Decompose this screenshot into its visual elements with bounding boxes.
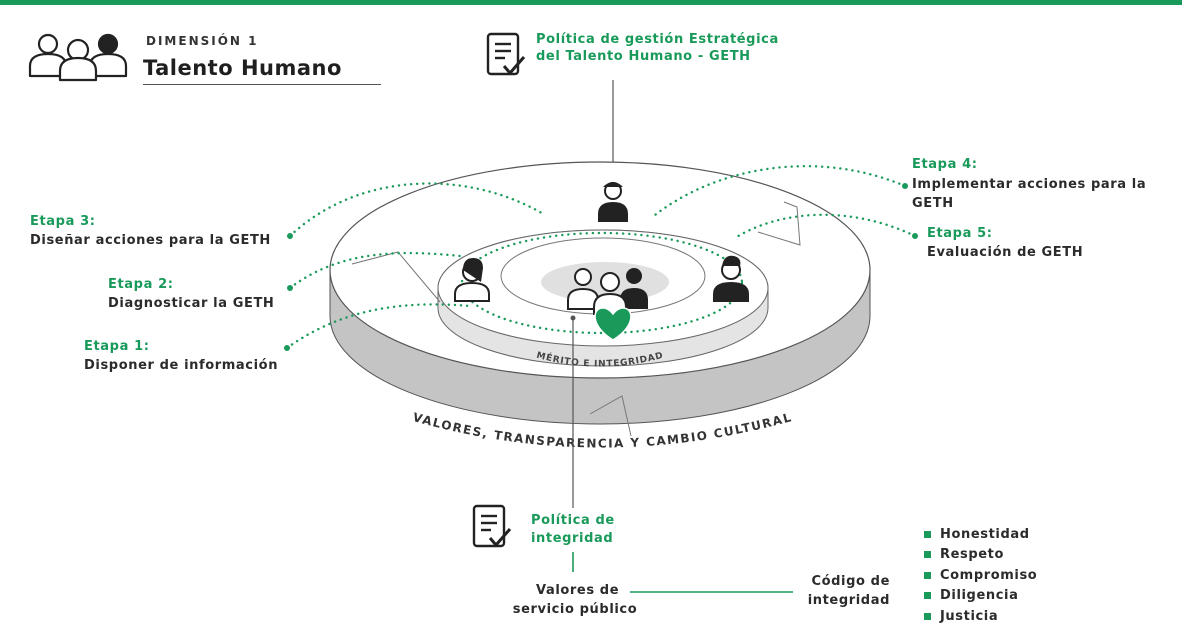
stage-2-text: Diagnosticar la GETH bbox=[108, 296, 275, 311]
code-line1: Código de bbox=[811, 574, 890, 589]
stage-1-text: Disponer de información bbox=[84, 358, 279, 373]
stage-flow-dots bbox=[285, 165, 917, 350]
center-group-icon bbox=[567, 268, 648, 315]
stage-1-label: Etapa 1: bbox=[84, 339, 150, 354]
list-item: Respeto bbox=[924, 545, 1037, 566]
public-values-line1: Valores de bbox=[536, 583, 620, 598]
person-right-icon bbox=[713, 255, 749, 302]
person-left-icon bbox=[454, 258, 490, 302]
bullet-square-icon bbox=[924, 530, 931, 538]
policy-geth-line1: Política de gestión Estratégica bbox=[536, 32, 779, 47]
integrity-connector bbox=[570, 315, 576, 508]
list-item: Diligencia bbox=[924, 586, 1037, 607]
stage-endpoints bbox=[284, 183, 918, 351]
public-values-line2: servicio público bbox=[512, 602, 638, 617]
person-top-icon bbox=[598, 182, 628, 222]
stage-4-text-line1: Implementar acciones para la bbox=[912, 177, 1147, 192]
list-item: Justicia bbox=[924, 606, 1037, 627]
bullet-square-icon bbox=[924, 551, 931, 559]
people-icon bbox=[28, 33, 128, 82]
policy-integrity-line1: Política de bbox=[531, 513, 615, 528]
integrity-values-list: Honestidad Respeto Compromiso Diligencia… bbox=[924, 524, 1037, 627]
integrity-document-icon bbox=[472, 504, 512, 548]
stage-3-text: Diseñar acciones para la GETH bbox=[30, 233, 271, 248]
stage-5-text: Evaluación de GETH bbox=[927, 245, 1084, 260]
list-item: Compromiso bbox=[924, 565, 1037, 586]
bullet-square-icon bbox=[924, 612, 931, 620]
dimension-label: DIMENSIÓN 1 bbox=[146, 34, 259, 48]
policy-geth-line2: del Talento Humano - GETH bbox=[536, 49, 751, 64]
document-check-icon bbox=[486, 32, 526, 76]
stage-4-text-line2: GETH bbox=[912, 196, 954, 211]
stage-3-label: Etapa 3: bbox=[30, 214, 96, 229]
bullet-square-icon bbox=[924, 571, 931, 579]
stage-4-label: Etapa 4: bbox=[912, 157, 978, 172]
top-accent-bar bbox=[0, 0, 1182, 5]
list-item: Honestidad bbox=[924, 524, 1037, 545]
stage-2-label: Etapa 2: bbox=[108, 277, 174, 292]
title-underline bbox=[143, 84, 381, 85]
policy-integrity-line2: integridad bbox=[531, 531, 614, 546]
bullet-square-icon bbox=[924, 592, 931, 600]
code-line2: integridad bbox=[807, 593, 890, 608]
page-title: Talento Humano bbox=[143, 56, 342, 80]
top-policy-connector bbox=[610, 80, 616, 175]
heart-icon bbox=[594, 307, 632, 341]
stage-5-label: Etapa 5: bbox=[927, 226, 993, 241]
